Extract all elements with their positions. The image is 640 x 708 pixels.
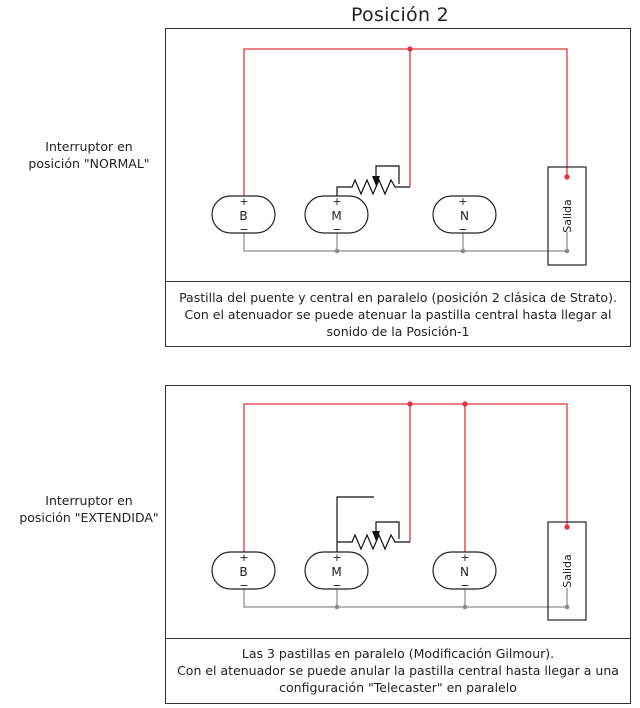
diagram-extended: B + − M + − N + − Salida — [211, 401, 587, 621]
switch-label-line-1: Interruptor en — [45, 139, 133, 154]
diagram-normal: B + − M + − N + − Salida — [211, 46, 587, 266]
caption-extended: Las 3 pastillas en paralelo (Modificació… — [165, 645, 631, 696]
ground-dot — [334, 604, 340, 610]
ground-wires — [243, 232, 568, 252]
pot-wiper-arrow — [372, 531, 380, 541]
junction-dot — [407, 401, 413, 407]
pickup-neck-label: N — [460, 565, 469, 579]
caption-line-1: Las 3 pastillas en paralelo (Modificació… — [241, 646, 555, 661]
caption-normal: Pastilla del puente y central en paralel… — [165, 289, 631, 340]
pickup-middle: M + − — [304, 195, 369, 236]
pot-wiper-arrow — [372, 176, 380, 186]
switch-label-line-2: posición "EXTENDIDA" — [19, 510, 159, 525]
plus-terminal: + — [332, 195, 341, 208]
pickup-bridge: B + − — [211, 551, 276, 592]
circuit-panel-normal — [165, 28, 631, 282]
ground-wires — [243, 588, 568, 608]
pickup-bridge-label: B — [239, 209, 247, 223]
switch-label-line-2: posición "NORMAL" — [28, 156, 150, 171]
minus-terminal: − — [239, 223, 248, 236]
caption-line-3: sonido de la Posición-1 — [326, 324, 470, 339]
output-label: Salida — [561, 199, 574, 233]
minus-terminal: − — [332, 579, 341, 592]
output-jack: Salida — [547, 521, 587, 621]
pickup-bridge-label: B — [239, 565, 247, 579]
output-label: Salida — [561, 554, 574, 588]
pickup-neck: N + − — [432, 551, 497, 592]
circuit-panel-extended — [165, 385, 631, 639]
minus-terminal: − — [460, 579, 469, 592]
ground-dot — [462, 604, 468, 610]
caption-line-2: Con el atenuador se puede atenuar la pas… — [184, 307, 612, 322]
output-hot-dot — [564, 174, 570, 180]
ground-dot — [564, 248, 570, 254]
caption-box-extended — [165, 638, 631, 704]
hot-wires — [243, 403, 568, 552]
ground-dot — [460, 248, 466, 254]
pickup-middle: M + − — [304, 551, 369, 592]
minus-terminal: − — [458, 223, 467, 236]
attenuator-pot — [336, 496, 410, 552]
pickup-neck: N + − — [432, 195, 497, 236]
caption-line-1: Pastilla del puente y central en paralel… — [179, 290, 617, 305]
plus-terminal: + — [239, 195, 248, 208]
caption-box-normal — [165, 281, 631, 347]
pickup-middle-label: M — [331, 565, 341, 579]
switch-label-normal: Interruptor en posición "NORMAL" — [14, 138, 164, 172]
switch-label-extended: Interruptor en posición "EXTENDIDA" — [14, 492, 164, 526]
plus-terminal: + — [332, 551, 341, 564]
output-jack: Salida — [547, 166, 587, 266]
hot-wires — [243, 48, 568, 196]
minus-terminal: − — [239, 579, 248, 592]
plus-terminal: + — [458, 195, 467, 208]
caption-line-2: Con el atenuador se puede anular la past… — [177, 663, 619, 678]
junction-dot — [462, 401, 468, 407]
pickup-bridge: B + − — [211, 195, 276, 236]
attenuator-pot — [336, 165, 410, 196]
switch-label-line-1: Interruptor en — [45, 493, 133, 508]
ground-dot — [334, 248, 340, 254]
plus-terminal: + — [239, 551, 248, 564]
pickup-middle-label: M — [331, 209, 341, 223]
page-title: Posición 2 — [350, 4, 450, 26]
caption-line-3: configuración "Telecaster" en paralelo — [279, 680, 517, 695]
junction-dot — [407, 46, 413, 52]
ground-dot — [564, 604, 570, 610]
minus-terminal: − — [332, 223, 341, 236]
output-hot-dot — [564, 524, 570, 530]
pickup-neck-label: N — [460, 209, 469, 223]
plus-terminal: + — [460, 551, 469, 564]
